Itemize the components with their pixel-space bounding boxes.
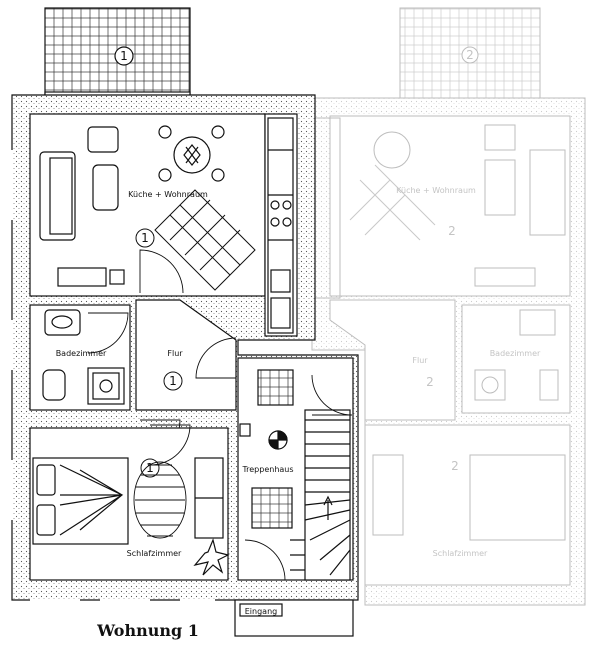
entrance-label: Eingang xyxy=(245,607,277,616)
unit-1-plan xyxy=(10,7,359,637)
bathroom-label: Badezimmer xyxy=(56,349,107,358)
bedroom-label: Schlafzimmer xyxy=(127,549,182,558)
unit-1-labels: 1 Küche + Wohnraum 1 Badezimmer Flur 1 1… xyxy=(56,49,294,640)
hall-label: Flur xyxy=(167,349,183,358)
hall xyxy=(135,299,237,411)
staircase xyxy=(304,409,351,581)
armchair xyxy=(87,126,119,153)
balcony-marker-1 xyxy=(114,46,134,66)
bedroom-rug xyxy=(133,461,187,539)
unit-2-bedroom-number: 2 xyxy=(451,459,459,473)
unit-2-balcony-number: 2 xyxy=(466,48,474,62)
balcony-marker-2 xyxy=(461,46,479,64)
kitchen-living-label: Küche + Wohnraum xyxy=(128,190,208,199)
sink xyxy=(44,309,81,336)
kitchen-room-number: 1 xyxy=(141,231,149,245)
bedroom-number: 1 xyxy=(146,461,154,475)
unit-2-bedroom-label: Schlafzimmer xyxy=(433,549,488,558)
hall-number: 1 xyxy=(169,374,177,388)
balcony-number: 1 xyxy=(120,49,128,63)
sideboard xyxy=(57,267,107,287)
unit-2-hall-number: 2 xyxy=(426,375,434,389)
stairwell-label: Treppenhaus xyxy=(241,465,293,474)
toilet xyxy=(42,369,66,401)
unit-2-room-number: 2 xyxy=(448,224,456,238)
unit-2-hall-label: Flur xyxy=(412,356,428,365)
living-rug xyxy=(154,189,256,291)
unit-2-labels: 2 Küche + Wohnraum 2 Badezimmer Flur 2 2… xyxy=(396,48,541,558)
unit-2-plan xyxy=(311,7,586,606)
unit-2-bathroom-label: Badezimmer xyxy=(490,349,541,358)
plan-caption: Wohnung 1 xyxy=(96,621,199,640)
shower xyxy=(87,367,125,405)
sofa xyxy=(39,151,76,241)
unit-2-kitchen-label: Küche + Wohnraum xyxy=(396,186,476,195)
stairwell-tiles xyxy=(257,369,294,406)
coffee-table xyxy=(92,164,119,211)
plant xyxy=(193,538,230,576)
